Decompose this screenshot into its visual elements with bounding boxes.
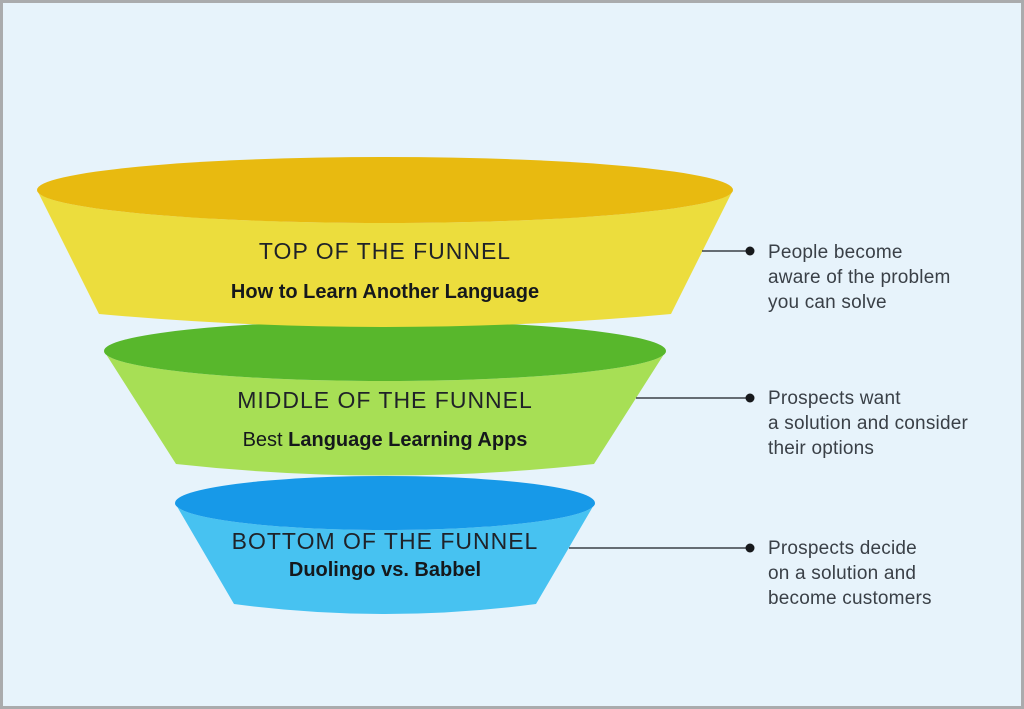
leader-dot-top: [745, 246, 755, 256]
leader-lines: [569, 246, 755, 553]
tier-middle-subtitle-regular: Best: [242, 429, 289, 451]
tier-middle-title: MIDDLE OF THE FUNNEL: [237, 387, 533, 413]
tier-bottom-rim: [175, 476, 595, 530]
tier-bottom-subtitle-bold: Duolingo vs. Babbel: [288, 559, 482, 581]
funnel-graphic: [37, 157, 755, 614]
tier-middle-rim: [104, 321, 666, 381]
tier-bottom-subtitle: Duolingo vs. Babbel: [135, 558, 635, 582]
annotation-top: People become aware of the problem you c…: [768, 242, 951, 313]
tier-bottom-body: [175, 503, 595, 614]
tier-bottom-shape: [175, 476, 595, 614]
leader-dot-bottom: [745, 543, 755, 553]
tier-bottom-title: BOTTOM OF THE FUNNEL: [231, 528, 539, 554]
tier-top-shape: [37, 157, 733, 327]
annotation-bottom: Prospects decide on a solution and becom…: [768, 538, 932, 609]
tier-middle-body: [104, 351, 666, 476]
tier-top-title: TOP OF THE FUNNEL: [258, 238, 512, 264]
leader-dot-middle: [745, 393, 755, 403]
tier-top-rim: [37, 157, 733, 223]
tier-top-subtitle-bold: How to Learn Another Language: [230, 281, 540, 303]
tier-middle-subtitle: Best Language Learning Apps: [135, 428, 635, 452]
tier-top-subtitle: How to Learn Another Language: [135, 280, 635, 304]
annotation-middle: Prospects want a solution and consider t…: [768, 388, 969, 459]
tier-middle-subtitle-bold: Language Learning Apps: [288, 429, 528, 451]
tier-top-body: [37, 190, 733, 327]
tier-middle-shape: [104, 321, 666, 476]
